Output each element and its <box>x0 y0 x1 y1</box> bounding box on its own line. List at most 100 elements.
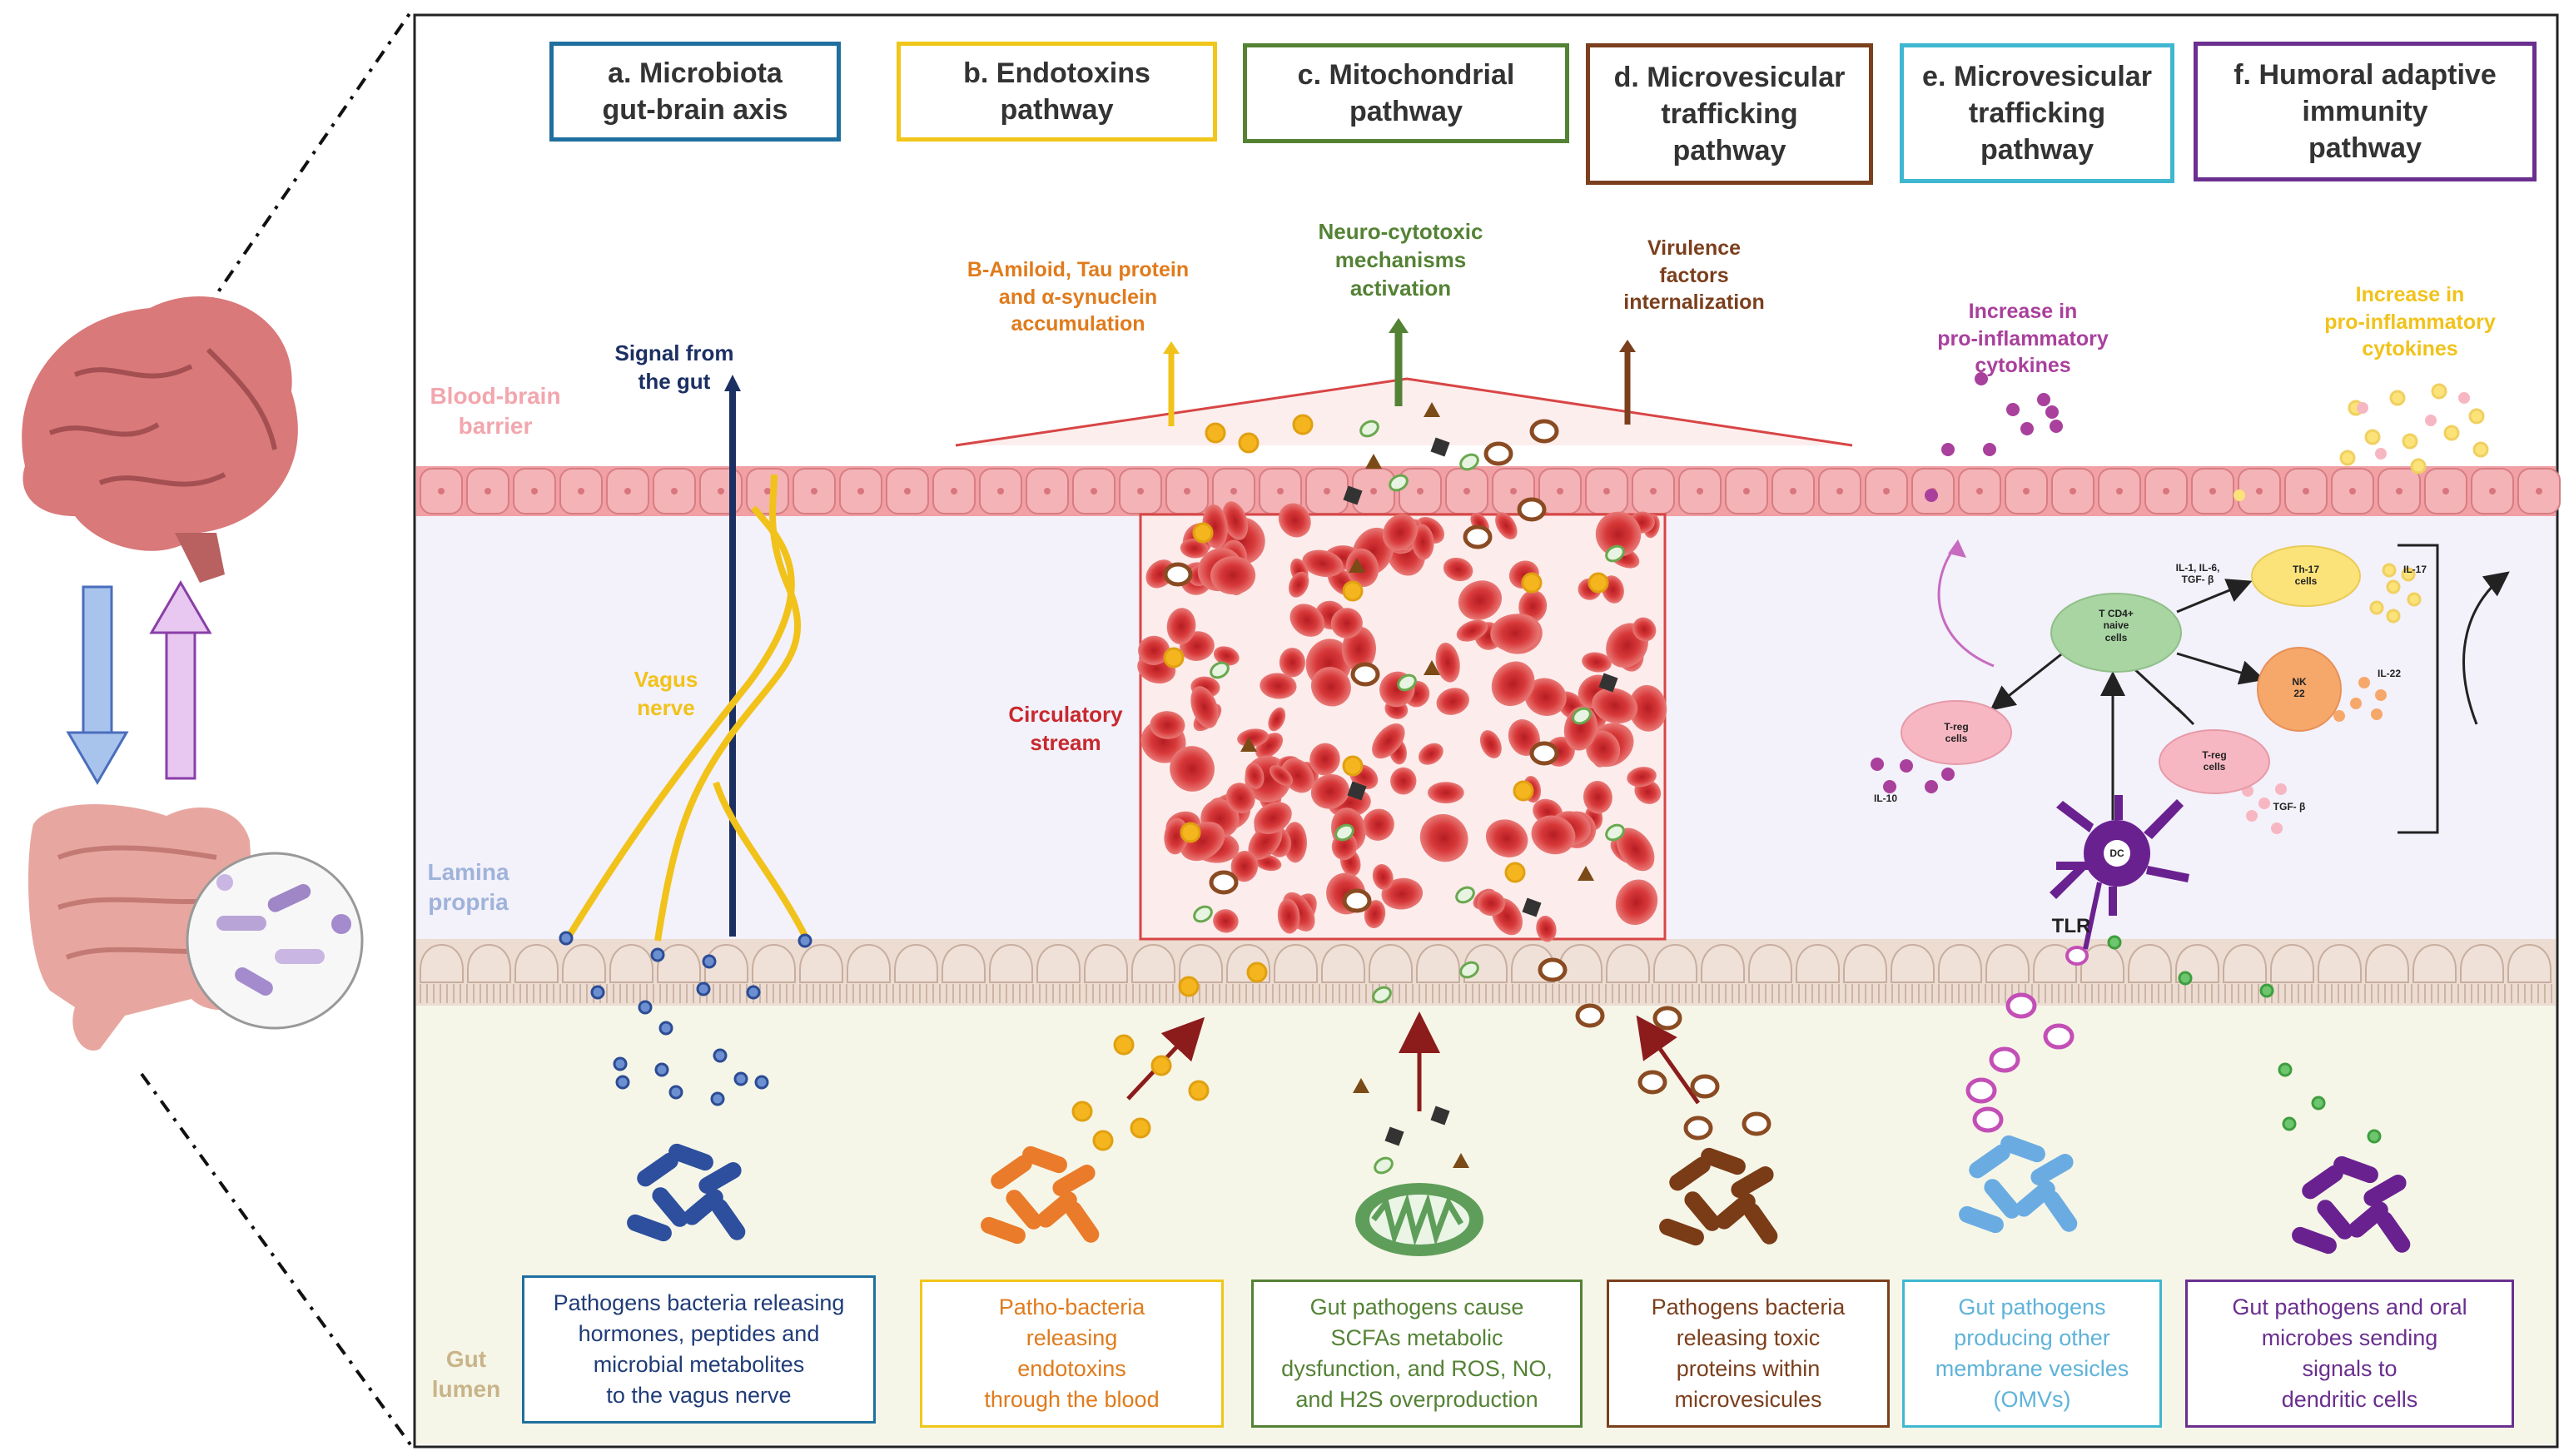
endotoxin <box>1192 522 1214 544</box>
red-blood-cell-icon <box>1428 782 1464 804</box>
label-tlr: TLR <box>2051 915 2091 937</box>
red-blood-cell-icon <box>1180 539 1209 559</box>
omv-vesicle <box>1965 1077 1997 1104</box>
bacterium <box>2348 1201 2388 1238</box>
cytokine <box>2386 579 2401 594</box>
gut-cell <box>420 944 464 983</box>
red-blood-cell-icon <box>1245 763 1265 789</box>
gut-cell <box>1036 944 1081 983</box>
red-blood-cell-icon <box>1382 514 1418 551</box>
bacterium <box>1006 1190 1042 1230</box>
scfa-particle <box>1605 823 1625 842</box>
scfa-particle <box>1455 886 1475 904</box>
gut-cell <box>2270 944 2314 983</box>
red-blood-cell-icon <box>1615 879 1658 926</box>
cytokine <box>2410 458 2427 475</box>
cytokine <box>2458 392 2470 404</box>
scfa-particle <box>1389 474 1409 492</box>
endotoxin <box>1188 1080 1210 1101</box>
red-blood-cell-icon <box>1230 851 1259 882</box>
cytokine <box>1941 768 1955 781</box>
tlr-stem <box>2083 882 2102 950</box>
cytokine <box>2431 383 2447 400</box>
cytokine <box>2402 433 2418 450</box>
red-blood-cell-icon <box>1372 864 1394 891</box>
particles <box>559 372 2489 1175</box>
bacteria-icon <box>627 1135 2411 1255</box>
ros-particle <box>1598 673 1618 693</box>
immune-arrows <box>1990 544 2510 834</box>
bacterium <box>627 1214 672 1242</box>
no-particle <box>1349 558 1365 573</box>
ros-particle <box>1522 897 1542 917</box>
vesicle <box>1683 1116 1713 1140</box>
vesicle <box>1652 1006 1682 1031</box>
omv-vesicle <box>2005 992 2037 1019</box>
scfa-particle <box>1397 673 1417 692</box>
red-blood-cell-icon <box>1390 767 1417 795</box>
cytokine <box>2275 783 2287 795</box>
vesicle <box>1163 562 1193 587</box>
pathway-caption-c: Gut pathogens cause SCFAs metabolic dysf… <box>1251 1280 1583 1428</box>
label-tgfb: TGF- β <box>2273 801 2306 812</box>
bacterium <box>1022 1145 1067 1174</box>
vesicle <box>1483 441 1513 466</box>
red-blood-cell-icon <box>1491 661 1535 707</box>
scfa-particle <box>1210 661 1230 679</box>
red-blood-cell-icon <box>1595 511 1642 557</box>
gut-cell <box>514 944 559 983</box>
gut-cell <box>467 944 511 983</box>
mitochondrion-icon <box>1355 1183 1483 1256</box>
gut-cell <box>2412 944 2457 983</box>
cytokine <box>2371 708 2383 720</box>
bbb-triangle <box>955 377 1853 447</box>
red-blood-cell-icon <box>1237 728 1269 748</box>
red-blood-cell-icon <box>1531 815 1576 855</box>
red-blood-cell-icon <box>1586 730 1621 768</box>
red-blood-cell-icon <box>1435 642 1460 683</box>
red-blood-cell-icon <box>1254 802 1292 834</box>
bacterium <box>2292 1226 2337 1255</box>
bacterium <box>668 1143 713 1171</box>
gut-cell <box>1558 944 1602 983</box>
cytokine <box>2333 710 2345 722</box>
gut-cell <box>1179 944 1223 983</box>
red-blood-cell-icon <box>1222 501 1249 540</box>
cytokine <box>1883 780 1896 793</box>
pathway-caption-a: Pathogens bacteria releasing hormones, p… <box>522 1275 876 1424</box>
endotoxin <box>1113 1034 1135 1056</box>
red-blood-cell-icon <box>1627 767 1657 788</box>
gut-cell <box>989 944 1033 983</box>
label-vagus-nerve: Vagus nerve <box>634 667 698 720</box>
cytokine <box>2339 450 2356 466</box>
red-blood-cell-icon <box>1260 673 1297 699</box>
gut-cell <box>2507 944 2552 983</box>
no-particle <box>1424 402 1440 417</box>
gut-cell <box>1701 944 1745 983</box>
endotoxin <box>1521 572 1543 594</box>
gut-epithelium-cells <box>416 939 2556 1006</box>
cytokine <box>2020 422 2034 435</box>
pathway-caption-e: Gut pathogens producing other membrane v… <box>1902 1280 2162 1428</box>
label-proinflammatory-f: Increase in pro-inflammatory cytokines <box>2324 283 2496 360</box>
endotoxin <box>1238 432 1260 454</box>
vesicle <box>1342 888 1372 913</box>
vesicle <box>1575 1003 1605 1028</box>
no-particle <box>1365 454 1382 469</box>
cytokine <box>2386 609 2401 624</box>
nk22-cell <box>2257 647 2342 732</box>
pathway-title-d: d. Microvesicular trafficking pathway <box>1586 43 1873 185</box>
red-blood-cell-icon <box>1479 730 1502 758</box>
red-blood-cell-icon <box>1582 652 1612 673</box>
gut-cell <box>847 944 891 983</box>
scfa-particle <box>1605 544 1625 563</box>
cytokine <box>2358 677 2370 688</box>
label-virulence-factors: Virulence factors internalization <box>1623 236 1765 314</box>
red-blood-cell-icon <box>1485 819 1528 857</box>
signal-molecule <box>650 947 665 962</box>
gut-cell <box>1796 944 1840 983</box>
cytokine <box>1983 443 1996 456</box>
gut-cell <box>2365 944 2409 983</box>
no-particle <box>1453 1153 1469 1168</box>
vesicle <box>1463 524 1493 549</box>
